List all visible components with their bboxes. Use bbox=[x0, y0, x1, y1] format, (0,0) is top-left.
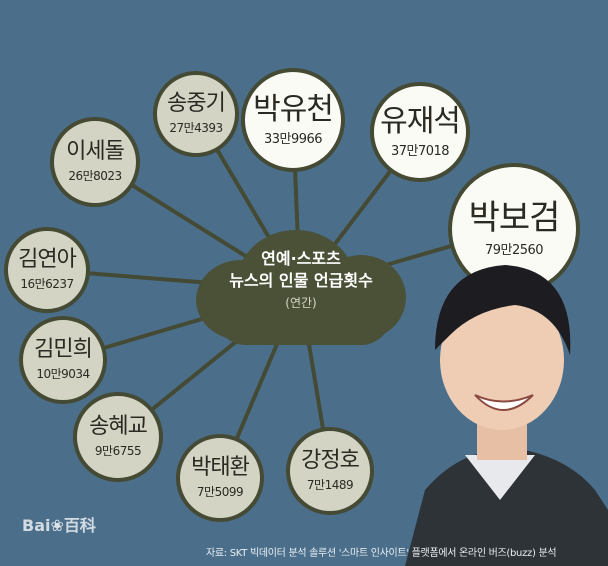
person-node: 김민희 10만9034 bbox=[19, 316, 107, 404]
person-name: 김연아 bbox=[18, 247, 77, 273]
person-node: 송중기 27만4393 bbox=[153, 71, 239, 157]
center-subtitle: (연간) bbox=[285, 296, 317, 310]
person-count: 10만9034 bbox=[36, 366, 90, 381]
person-count: 16만6237 bbox=[20, 276, 74, 291]
center-title-line2: 뉴스의 인물 언급횟수 bbox=[229, 271, 373, 290]
person-name: 이세돌 bbox=[66, 139, 125, 165]
person-node: 박태환 7만5099 bbox=[176, 434, 264, 522]
person-name: 박보검 bbox=[468, 197, 561, 238]
source-note: 자료: SKT 빅데이터 분석 솔루션 '스마트 인사이트' 플랫폼에서 온라인… bbox=[206, 548, 557, 559]
person-count: 27만4393 bbox=[169, 120, 223, 135]
person-name: 송중기 bbox=[167, 91, 226, 117]
person-name: 박태환 bbox=[191, 455, 250, 481]
person-node: 유재석 37만7018 bbox=[370, 82, 470, 182]
person-node: 강정호 7만1489 bbox=[286, 427, 374, 515]
person-node: 이세돌 26만8023 bbox=[50, 117, 140, 207]
person-count: 33만9966 bbox=[263, 132, 323, 147]
person-node: 박유천 33만9966 bbox=[241, 68, 345, 172]
person-count: 79만2560 bbox=[484, 243, 544, 259]
person-node: 송혜교 9만6755 bbox=[73, 392, 163, 482]
center-cloud: 연예·스포츠 뉴스의 인물 언급횟수 (연간) bbox=[196, 230, 406, 345]
person-count: 26만8023 bbox=[68, 168, 122, 183]
person-count: 7만1489 bbox=[306, 477, 354, 492]
person-name: 김민희 bbox=[34, 337, 93, 363]
person-name: 송혜교 bbox=[89, 414, 148, 440]
center-title-line1: 연예·스포츠 bbox=[261, 249, 341, 268]
person-count: 7만5099 bbox=[196, 484, 244, 499]
person-count: 9만6755 bbox=[94, 443, 142, 458]
portrait-photo bbox=[405, 265, 608, 566]
person-node: 김연아 16만6237 bbox=[4, 227, 90, 313]
person-name: 박유천 bbox=[253, 92, 334, 127]
baidu-watermark: Bai❀百科 bbox=[22, 516, 96, 535]
person-count: 37만7018 bbox=[390, 144, 450, 159]
person-name: 유재석 bbox=[380, 104, 461, 139]
person-name: 강정호 bbox=[301, 448, 360, 474]
